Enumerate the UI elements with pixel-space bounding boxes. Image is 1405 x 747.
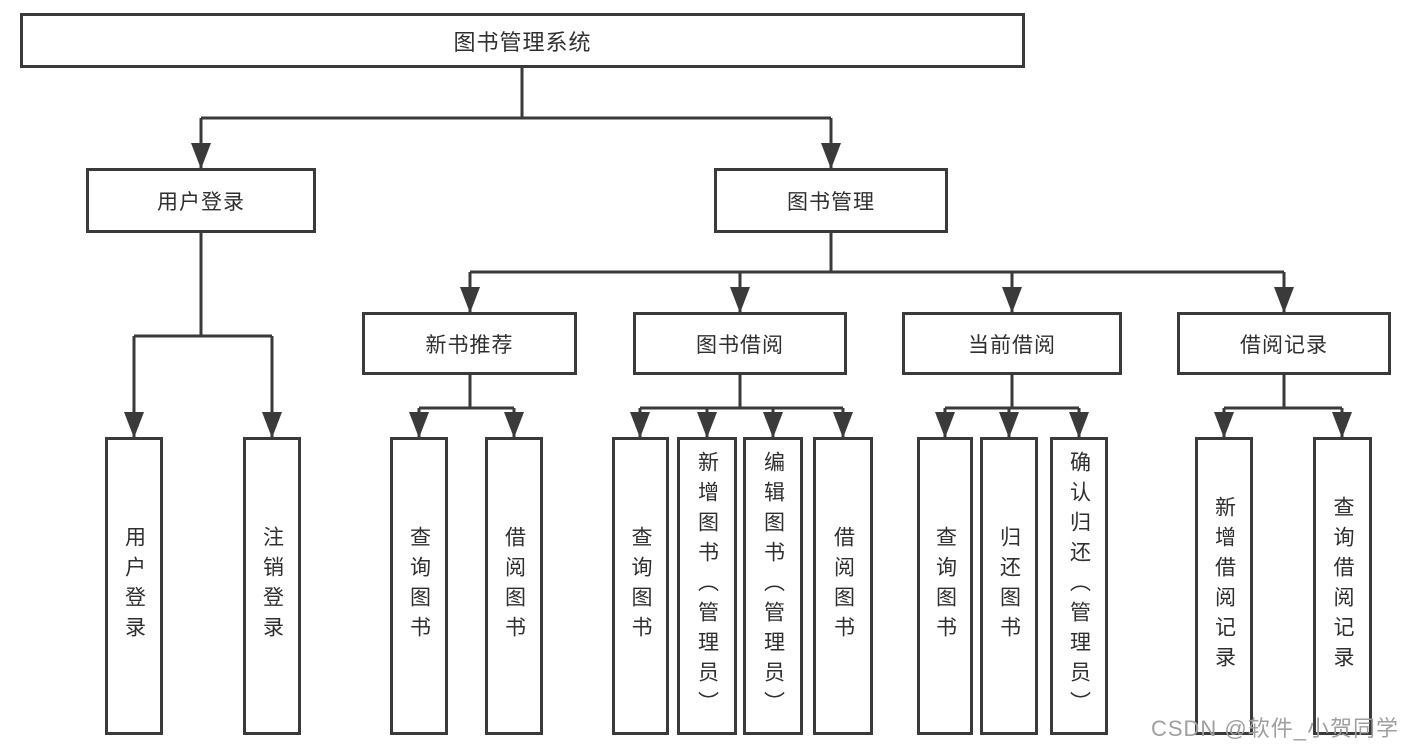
leaf-label: 新增借阅记录	[1212, 496, 1236, 676]
node-label: 新书推荐	[425, 333, 514, 357]
node-label: 当前借阅	[968, 333, 1056, 357]
csdn-watermark: CSDN @软件_小贺同学	[1150, 716, 1399, 741]
leaf-label: 归还图书	[997, 526, 1021, 646]
leaf-label: 查询图书	[933, 526, 957, 646]
node-label: 图书借阅	[696, 333, 784, 357]
node-label: 图书管理	[787, 190, 875, 214]
node-borrow-records: 借阅记录	[1177, 312, 1391, 375]
node-label: 用户登录	[157, 190, 245, 214]
leaf-label: 确认归还（管理员）	[1067, 451, 1091, 721]
leaf-label: 借阅图书	[502, 526, 526, 646]
leaf-label: 查询借阅记录	[1331, 496, 1354, 676]
node-label: 图书管理系统	[453, 29, 592, 55]
leaf-label: 查询图书	[629, 526, 652, 646]
node-user-login: 用户登录	[86, 168, 316, 233]
leaf-user-login: 用户登录	[105, 437, 163, 735]
leaf-logout: 注销登录	[243, 437, 301, 735]
leaf-borrow-books-2: 借阅图书	[813, 437, 873, 735]
node-new-book-recommend: 新书推荐	[362, 312, 577, 375]
node-book-management: 图书管理	[714, 168, 948, 233]
node-book-borrow: 图书借阅	[633, 312, 847, 375]
node-label: 借阅记录	[1240, 333, 1328, 357]
node-library-system: 图书管理系统	[20, 13, 1025, 68]
leaf-add-book-admin: 新增图书（管理员）	[677, 437, 737, 735]
leaf-query-borrow-record: 查询借阅记录	[1313, 437, 1372, 735]
leaf-label: 编辑图书（管理员）	[761, 451, 785, 721]
leaf-query-books-3: 查询图书	[917, 437, 973, 735]
leaf-query-books-1: 查询图书	[390, 437, 448, 735]
leaf-return-book: 归还图书	[980, 437, 1038, 735]
leaf-edit-book-admin: 编辑图书（管理员）	[743, 437, 803, 735]
leaf-label: 注销登录	[260, 526, 284, 646]
node-current-borrow: 当前借阅	[902, 312, 1122, 375]
leaf-borrow-books-1: 借阅图书	[485, 437, 543, 735]
leaf-label: 用户登录	[122, 526, 146, 646]
leaf-confirm-return-admin: 确认归还（管理员）	[1050, 437, 1108, 735]
leaf-add-borrow-record: 新增借阅记录	[1195, 437, 1253, 735]
leaf-query-books-2: 查询图书	[612, 437, 669, 735]
leaf-label: 借阅图书	[831, 526, 855, 646]
leaf-label: 新增图书（管理员）	[695, 451, 719, 721]
leaf-label: 查询图书	[407, 526, 431, 646]
